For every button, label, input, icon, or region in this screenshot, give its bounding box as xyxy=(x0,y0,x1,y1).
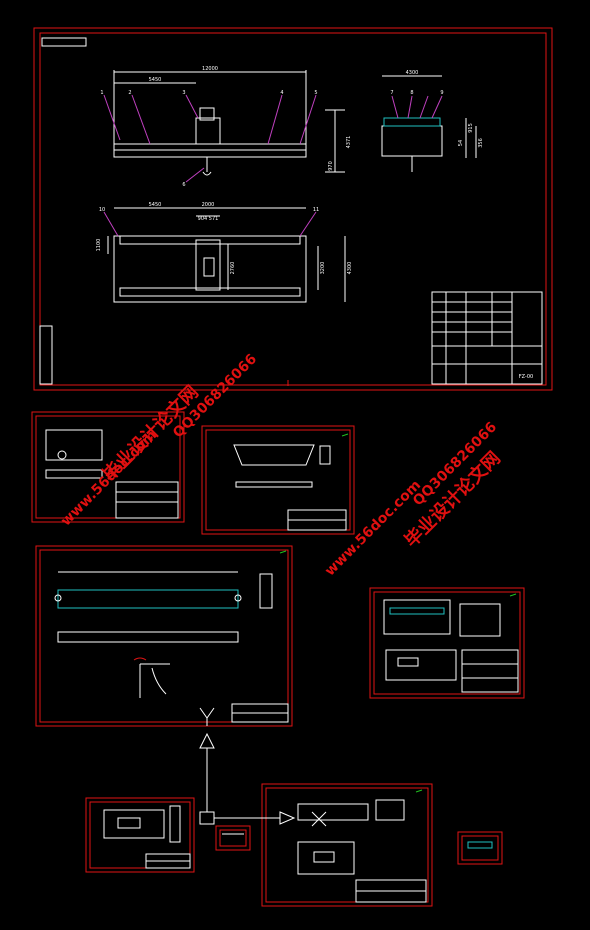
balloon-9: 9 xyxy=(440,90,443,96)
balloon-5: 5 xyxy=(314,90,317,96)
part-sheet-7 xyxy=(215,825,251,851)
balloon-6: 6 xyxy=(182,182,185,188)
balloon-3: 3 xyxy=(182,90,185,96)
balloon-4: 4 xyxy=(280,90,283,96)
dim-overall-span: 12000 xyxy=(202,66,218,72)
layout-connectors xyxy=(199,707,296,825)
balloon-10: 10 xyxy=(99,207,105,213)
part-sheet-9 xyxy=(457,831,503,865)
part-sheet-6 xyxy=(85,797,195,873)
balloon-2: 2 xyxy=(128,90,131,96)
main-dimension-text: 12000 5450 4300 4371 5450 2000 904 571 1… xyxy=(96,66,533,380)
dim-top-left-width: 5450 xyxy=(149,202,162,208)
dim-small-3: 915 xyxy=(468,123,474,133)
part-sheet-2 xyxy=(31,411,185,523)
title-block-drawing-no: FZ-00 xyxy=(519,374,533,380)
dim-side-mid: 2760 xyxy=(230,262,236,275)
part-sheet-4 xyxy=(35,545,293,727)
balloon-8: 8 xyxy=(410,90,413,96)
part-sheet-8 xyxy=(261,783,433,907)
dim-left-span: 5450 xyxy=(149,77,162,83)
dim-side-right-a: 3200 xyxy=(320,262,326,275)
main-drawing-sheet xyxy=(33,27,553,391)
balloon-11: 11 xyxy=(313,207,319,213)
dim-small-1: 54 xyxy=(458,140,464,146)
dim-small-4: 970 xyxy=(328,161,334,171)
balloon-labels: 1 2 3 4 5 6 7 8 9 10 11 xyxy=(99,90,444,213)
dim-right-width: 4300 xyxy=(406,70,419,76)
dim-top-mid-parts: 904 571 xyxy=(198,216,219,222)
balloon-1: 1 xyxy=(100,90,103,96)
dim-height: 4371 xyxy=(346,136,352,149)
dim-top-mid-width: 2000 xyxy=(202,202,215,208)
part-sheet-5 xyxy=(369,587,525,699)
dim-side-left: 1100 xyxy=(96,239,102,252)
dim-side-right-b: 4300 xyxy=(347,262,353,275)
balloon-7: 7 xyxy=(390,90,393,96)
part-sheet-3 xyxy=(201,425,355,535)
dim-small-2: 356 xyxy=(478,138,484,148)
